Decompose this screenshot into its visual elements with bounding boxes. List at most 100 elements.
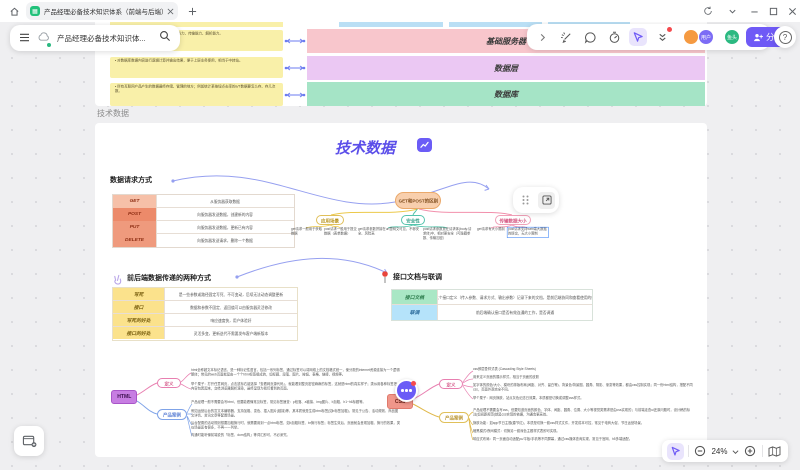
leaf-security-get[interactable]: get请求参数拼接在url里明文可见，不够安全、风险高	[358, 228, 420, 236]
transfer-table[interactable]: 写死 是一些参数或路径固定写死、不可变动，后续无法动态调整更新 接口 数据和参数不固…	[112, 287, 298, 341]
tab-title: 产品经理必备技术知识体系（前端与后端）	[44, 9, 163, 16]
topic-bar-database[interactable]: 数据库	[307, 82, 705, 106]
transfer-desc-cell[interactable]: 数据和参数不固定、返回值可以由服务器灵活修改	[190, 306, 272, 310]
comment-icon[interactable]	[581, 28, 599, 46]
sync-cloud-icon	[37, 29, 51, 47]
transfer-key-cell[interactable]: 接口的好处	[113, 327, 165, 339]
http-method-cell[interactable]: DELETE	[113, 234, 157, 247]
avatar[interactable]	[683, 29, 699, 45]
node-scenario[interactable]: 应用场景	[316, 215, 344, 225]
zoom-in-icon[interactable]	[743, 442, 758, 460]
node-security[interactable]: 安全性	[401, 215, 425, 225]
more-tools-chevron-icon[interactable]	[653, 27, 672, 46]
topic-bar-datalayer[interactable]: 数据层	[307, 56, 705, 80]
minimap-icon[interactable]	[766, 442, 783, 460]
node-getpost-root[interactable]: GET和POST的区别	[395, 192, 441, 209]
leaf-html-case[interactable]: 后台配置的活动规则想要加粗换行时，就需要用到一点html标签，如b加粗标签、br…	[191, 422, 401, 430]
reload-icon[interactable]	[702, 5, 714, 17]
api-table[interactable]: 接口文档将某个接口定义（传入参数、请求方式、输出参数）记录下来的文档，是前后端协…	[391, 289, 593, 321]
api-key-cell[interactable]: 接口文档	[392, 290, 438, 304]
zoom-chevron-icon[interactable]	[732, 442, 739, 460]
expand-icon[interactable]	[538, 191, 555, 209]
leaf-scenario-post[interactable]: post请求一般用于提交数据（表单数据）	[324, 228, 357, 236]
chevron-down-icon[interactable]	[726, 5, 738, 17]
collaborator-cursor	[395, 379, 418, 402]
leaf-html-case[interactable]: 产品经理一般不需要会写html，但要能看懂常见标签，常见标签速查：p段落、a链接…	[191, 401, 366, 405]
node-html-definition[interactable]: 定义	[157, 378, 181, 388]
node-css-definition[interactable]: 定义	[439, 379, 463, 389]
collaboration-toolbar: 用户 鱼头 分享	[527, 24, 791, 50]
browser-tab[interactable]: ▦ 产品经理必备技术知识体系（前端与后端）	[26, 2, 178, 20]
transfer-desc-cell[interactable]: 响应速度快，用户体验好	[210, 319, 252, 323]
leaf-html-case[interactable]: 例如运营后台的富文本编辑器，支持加粗、变色、插入图片(链接)等，其本质就是生成h…	[191, 410, 399, 418]
maximize-icon[interactable]	[767, 5, 779, 17]
heading-transfer[interactable]: 前后端数据传递的两种方式	[127, 275, 211, 282]
leaf-css-def[interactable]: css即层叠样式表 (Cascading Style Sheets)	[473, 368, 536, 372]
timer-icon[interactable]	[605, 28, 623, 46]
http-method-cell[interactable]: POST	[113, 208, 157, 221]
cutoff-bar-strip	[339, 22, 443, 27]
leaf-size-post[interactable]: post请求支持web端大数据的提交，无大小限制	[506, 226, 549, 238]
whiteboard-canvas[interactable]: 理与部署，通常为具备基础的能力：存储能力、传输能力、解析能力。 • 对数据库数据…	[0, 22, 800, 470]
http-desc-cell[interactable]: 从服务器获取数据	[210, 200, 241, 204]
transfer-desc-cell[interactable]: 灵活多变，更新迭代不需要发布客户端新版本	[193, 332, 269, 337]
http-method-cell[interactable]: PUT	[113, 221, 157, 234]
node-html-root[interactable]: HTML	[111, 390, 137, 404]
window-close-icon[interactable]	[786, 5, 798, 17]
zoom-level[interactable]: 24%	[711, 446, 728, 456]
tab-close-icon[interactable]	[167, 2, 174, 20]
frame-label[interactable]: 技术数据	[97, 109, 129, 118]
api-key-cell[interactable]: 联调	[392, 305, 438, 320]
transfer-key-cell[interactable]: 写死的好处	[113, 314, 165, 326]
sticky-note-database[interactable]: • 所有互联网产品产生的数据最终存储、管理的地方；例如统计某按钮点击率的a/T数…	[110, 83, 283, 106]
leaf-html-def[interactable]: 举个栗子：打开任意网页，点击鼠标右键选择「查看网页源代码」，就能看到整页密密麻麻…	[191, 383, 397, 391]
http-desc-cell[interactable]: 向服务器发送数据，创建新的内容	[197, 213, 254, 217]
heading-api[interactable]: 接口文档与联调	[393, 274, 442, 281]
leaf-html-def[interactable]: html全称超文本标记语言，是一种标记性语言，包括一系列标签，通过标签可以将网络…	[191, 369, 400, 377]
leaf-css-def[interactable]: 用来定义页面的展示样式，相当于页面的皮肤	[473, 376, 540, 380]
transfer-key-cell[interactable]: 写死	[113, 288, 165, 300]
drag-handle-icon[interactable]	[517, 192, 534, 209]
laser-pointer-icon[interactable]	[557, 28, 575, 46]
leaf-css-case[interactable]: 产品经理不需要会写css，但要知道页面的颜色、字体、间距、圆角、位置、大小等视觉…	[473, 409, 691, 417]
help-button[interactable]: ?	[774, 26, 796, 48]
document-title[interactable]: 产品经理必备技术知识体...	[57, 33, 146, 43]
node-datasize[interactable]: 传输数据大小	[495, 215, 531, 225]
transfer-key-cell[interactable]: 接口	[113, 301, 165, 313]
api-desc-cell[interactable]: 前后端确认接口是否有效连通的工作，是否调通	[475, 311, 555, 316]
api-desc-cell[interactable]: 将某个接口定义（传入参数、请求方式、输出参数）记录下来的文档，是前后端协同和查看…	[438, 296, 592, 300]
home-icon[interactable]	[8, 5, 20, 17]
sticky-note-datalayer[interactable]: • 对数据库数据内容进行逻辑计算并输出结果，便于上层业务使用，相当于中转站。	[110, 57, 283, 78]
hand-victory-icon	[112, 272, 123, 290]
node-css-cases[interactable]: 产品案例	[439, 412, 469, 423]
leaf-security-post[interactable]: post请求参数放在请求体(body:请求体)中，相对更安全（可隐藏参数、传输加…	[423, 228, 472, 240]
leaf-css-case[interactable]: 响应式布局：同一页面自动适配pc/平板/手机等不同屏幕，通过css媒体查询实现，…	[473, 438, 633, 442]
leaf-size-get[interactable]: get请求有大小限制	[477, 228, 505, 232]
http-methods-table[interactable]: GET 从服务器获取数据 POST 向服务器发送数据，创建新的内容 PUT 向服务器发…	[112, 194, 295, 248]
new-tab-icon[interactable]	[186, 5, 198, 17]
leaf-css-case[interactable]: 暗黑模式/夜间模式：切换另一套深色主题样式表即可实现。	[473, 430, 560, 434]
transfer-desc-cell[interactable]: 是一些参数或路径固定写死、不可变动，后续无法动态调整更新	[178, 293, 284, 297]
leaf-css-def[interactable]: 如字体的颜色/大小、模块的排版布局(间距、对齐、留白等)、背景色/背景图、圆角、…	[473, 384, 693, 392]
node-html-cases[interactable]: 产品案例	[157, 409, 187, 420]
menu-icon[interactable]	[19, 29, 30, 47]
heading-request-methods[interactable]: 数据请求方式	[110, 177, 152, 184]
collapse-chevron-icon[interactable]	[533, 28, 551, 46]
avatar[interactable]: 鱼头	[724, 29, 740, 45]
leaf-css-def[interactable]: 举个栗子：网页换肤、站点灰色纪念日效果，本质都是切换或调整css样式。	[473, 397, 584, 401]
board-title[interactable]: 技术数据	[335, 140, 396, 157]
leaf-html-case[interactable]: 沟通时能听懂前端说的「标签、dom结构」等词汇即可，不必深究。	[191, 434, 290, 438]
leaf-css-case[interactable]: 换肤功能：如app节日主题(春节红)，本质是切换一套css样式文件，开发成本可控…	[473, 422, 645, 426]
http-desc-cell[interactable]: 向服务器发送数据，更新已有内容	[197, 226, 254, 230]
avatar[interactable]: 用户	[698, 29, 714, 45]
minimize-icon[interactable]	[748, 5, 760, 17]
http-method-cell[interactable]: GET	[113, 195, 157, 208]
connector-arrow	[284, 65, 306, 71]
http-desc-cell[interactable]: 向服务器发送请求，删除一个数据	[197, 239, 254, 244]
leaf-scenario-get[interactable]: get请求一般用于获取数据	[291, 228, 322, 236]
zoom-out-icon[interactable]	[692, 442, 707, 460]
presentation-pointer-icon[interactable]	[667, 442, 684, 460]
search-icon[interactable]	[159, 29, 171, 47]
follow-cursor-icon[interactable]	[629, 28, 647, 46]
frames-panel-button[interactable]	[14, 426, 44, 456]
